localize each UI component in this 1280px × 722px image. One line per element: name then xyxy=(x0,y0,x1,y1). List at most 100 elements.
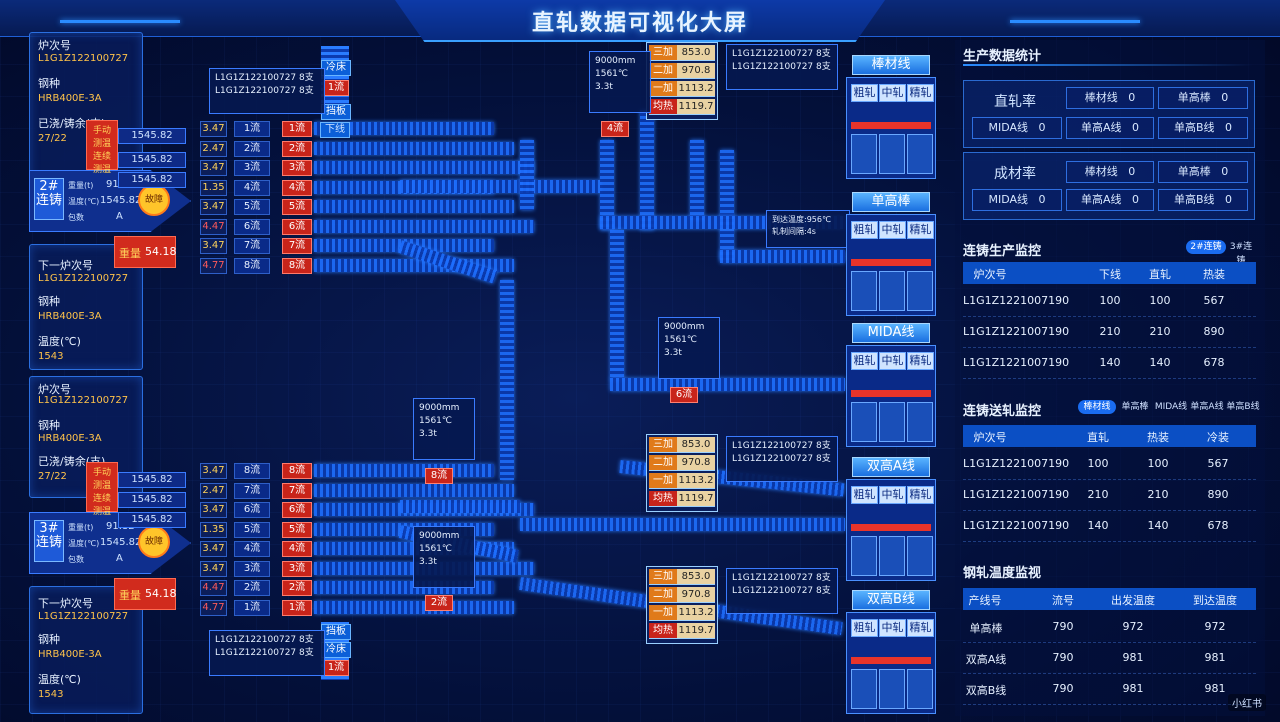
mill-title-5[interactable]: 双高B线 xyxy=(852,590,930,610)
caster3-side-panel: 手动 测温 连续 测温 xyxy=(86,462,118,517)
flow-tag-2[interactable]: 2流 xyxy=(425,595,453,611)
tab-caster2[interactable]: 2#连铸 xyxy=(1186,240,1226,254)
mill-stand-1[interactable]: 粗轧 xyxy=(851,486,878,504)
ladle-value: A xyxy=(116,211,123,222)
strand-tag[interactable]: 1流 xyxy=(282,599,312,616)
temp-label: 温度(℃) xyxy=(68,539,100,548)
mill-stand-block xyxy=(907,402,933,442)
strand-tag[interactable]: 8流 xyxy=(282,257,312,274)
mill-stand-block xyxy=(851,271,877,311)
table-cell: 790 xyxy=(1052,620,1074,633)
flow1-tag[interactable]: 1流 xyxy=(323,660,349,676)
mill-title-1[interactable]: 棒材线 xyxy=(852,55,930,75)
cold-bed-label[interactable]: 冷床 xyxy=(321,642,351,658)
flow1-tag[interactable]: 1流 xyxy=(323,80,349,96)
strand-tag[interactable]: 3流 xyxy=(282,160,312,176)
mill-stand-2[interactable]: 中轧 xyxy=(879,221,906,239)
cc-table-header: 炉次号 下线 直轧 热装 xyxy=(963,262,1256,284)
mill-red-bar xyxy=(851,390,931,397)
strand-tag[interactable]: 3流 xyxy=(282,560,312,577)
furnace-zone-temp: 1119.7 xyxy=(677,99,715,114)
strand-tag[interactable]: 8流 xyxy=(282,463,312,479)
strand-tag[interactable]: 2流 xyxy=(282,580,312,596)
table-cell: 210 xyxy=(1087,488,1109,501)
weight-label: 重量(t) xyxy=(68,523,94,532)
strand-tag[interactable]: 6流 xyxy=(282,502,312,518)
mill-stand-3[interactable]: 精轧 xyxy=(907,486,934,504)
mill-title-4[interactable]: 双高A线 xyxy=(852,457,930,477)
mill-stand-2[interactable]: 中轧 xyxy=(879,486,906,504)
baffle-label[interactable]: 挡板 xyxy=(321,104,351,120)
flow-tag-8[interactable]: 8流 xyxy=(425,468,453,484)
mill-title-3[interactable]: MIDA线 xyxy=(852,323,930,343)
tab-caster3[interactable]: 3#连铸 xyxy=(1229,242,1253,266)
table-cell: 972 xyxy=(1122,620,1144,633)
fault-badge[interactable]: 故障 xyxy=(138,526,170,558)
strand-tag[interactable]: 7流 xyxy=(282,238,312,254)
table-cell: 140 xyxy=(1147,519,1169,532)
steel-value: HRB400E-3A xyxy=(38,93,102,104)
mill-stand-1[interactable]: 粗轧 xyxy=(851,221,878,239)
mill-body-5[interactable]: 粗轧中轧精轧 xyxy=(846,612,936,714)
chip-value: 0 xyxy=(1038,121,1046,134)
mill-stand-3[interactable]: 精轧 xyxy=(907,221,934,239)
cold-bed-label[interactable]: 冷床 xyxy=(321,60,351,76)
furnace-zone-temp: 970.8 xyxy=(677,63,715,78)
strand-tag[interactable]: 5流 xyxy=(282,521,312,538)
mill-body-2[interactable]: 粗轧中轧精轧 xyxy=(846,214,936,316)
feed-tab-3[interactable]: MIDA线 xyxy=(1154,402,1188,412)
baffle-label[interactable]: 挡板 xyxy=(321,624,351,640)
yield-rate-box: 成材率 棒材线 0 单高棒 0 MIDA线 0 单高A线 0 单高B线 0 xyxy=(963,152,1255,220)
mill-stand-2[interactable]: 中轧 xyxy=(879,84,906,102)
flow-tag-4[interactable]: 4流 xyxy=(601,121,629,137)
stat-chip-mida: MIDA线 0 xyxy=(972,117,1062,139)
flow-tag-6[interactable]: 6流 xyxy=(670,387,698,403)
strand-tag[interactable]: 4流 xyxy=(282,179,312,196)
caster3-num: 3# xyxy=(39,521,59,536)
feed-tab-4[interactable]: 单高A线 xyxy=(1190,402,1224,412)
mill-stand-2[interactable]: 中轧 xyxy=(879,619,906,637)
strand-tag[interactable]: 7流 xyxy=(282,482,312,499)
strand-tag[interactable]: 1流 xyxy=(282,121,312,137)
cast-value: 27/22 xyxy=(38,133,67,144)
batch-count: 8支 xyxy=(816,586,831,596)
feed-tab-1[interactable]: 棒材线 xyxy=(1078,400,1116,414)
mill-stand-3[interactable]: 精轧 xyxy=(907,352,934,370)
feed-tab-5[interactable]: 单高B线 xyxy=(1226,402,1260,412)
furnace-zone-temp: 970.8 xyxy=(677,587,715,602)
downline-label[interactable]: 下线 xyxy=(320,122,350,138)
billet-length: 9000mm xyxy=(664,322,705,332)
header-deco-right xyxy=(1010,20,1140,23)
mill-stand-1[interactable]: 粗轧 xyxy=(851,619,878,637)
feed-tab-2[interactable]: 单高棒 xyxy=(1121,402,1149,412)
mill-stand-1[interactable]: 粗轧 xyxy=(851,84,878,102)
furnace-zone-label: 一加 xyxy=(649,473,677,488)
table-cell: 678 xyxy=(1203,356,1225,369)
mill-stand-1[interactable]: 粗轧 xyxy=(851,352,878,370)
strand-tag[interactable]: 5流 xyxy=(282,199,312,215)
strand-tag[interactable]: 4流 xyxy=(282,541,312,557)
strand-tag[interactable]: 2流 xyxy=(282,140,312,157)
table-cell: 双高B线 xyxy=(965,684,1007,697)
mill-title-2[interactable]: 单高棒 xyxy=(852,192,930,212)
strand-label: 4流 xyxy=(234,179,270,196)
next-heat-label: 下一炉次号 xyxy=(38,597,93,610)
mill-body-3[interactable]: 粗轧中轧精轧 xyxy=(846,345,936,447)
strand-tag[interactable]: 6流 xyxy=(282,218,312,235)
table-cell: 单高棒 xyxy=(969,622,1003,635)
mill-body-1[interactable]: 粗轧中轧精轧 xyxy=(846,77,936,179)
fault-badge[interactable]: 故障 xyxy=(138,184,170,216)
mill-stand-3[interactable]: 精轧 xyxy=(907,84,934,102)
mill-stand-3[interactable]: 精轧 xyxy=(907,619,934,637)
mill-body-4[interactable]: 粗轧中轧精轧 xyxy=(846,479,936,581)
furnace-zone-label: 二加 xyxy=(649,63,677,78)
billet-weight: 3.3t xyxy=(664,348,682,358)
batch-count: 8支 xyxy=(816,441,831,451)
mill-stand-2[interactable]: 中轧 xyxy=(879,352,906,370)
